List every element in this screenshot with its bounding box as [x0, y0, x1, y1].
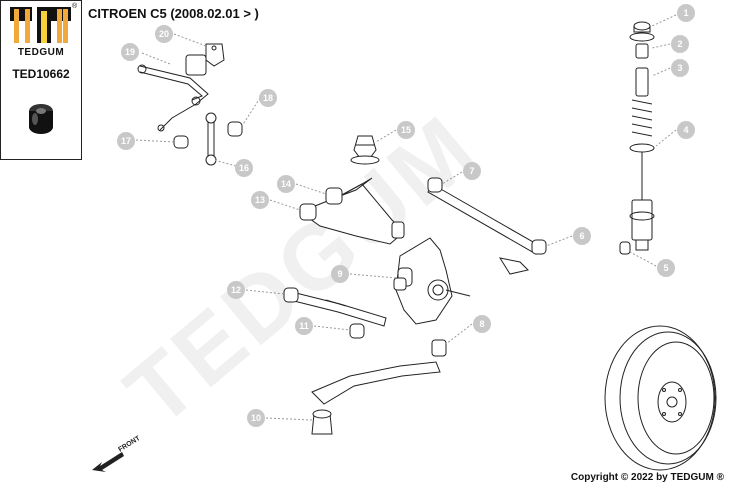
- callout-4: 4: [677, 121, 695, 139]
- callout-2: 2: [671, 35, 689, 53]
- callout-9: 9: [331, 265, 349, 283]
- callout-17: 17: [117, 132, 135, 150]
- svg-text:18: 18: [263, 93, 273, 103]
- shock-absorber: [619, 21, 655, 255]
- svg-text:15: 15: [401, 125, 411, 135]
- callout-6: 6: [573, 227, 591, 245]
- svg-text:20: 20: [159, 29, 169, 39]
- upper-link-arm: [427, 177, 547, 275]
- svg-text:5: 5: [663, 263, 668, 273]
- brand-name: TEDGUM: [17, 47, 65, 58]
- bush-product-image: [29, 104, 53, 134]
- svg-text:7: 7: [469, 166, 474, 176]
- callout-15: 15: [397, 121, 415, 139]
- callout-11: 11: [295, 317, 313, 335]
- callout-8: 8: [473, 315, 491, 333]
- svg-text:3: 3: [677, 63, 682, 73]
- svg-text:6: 6: [579, 231, 584, 241]
- callout-7: 7: [463, 162, 481, 180]
- svg-text:12: 12: [231, 285, 241, 295]
- callouts: 1 2 3 4 5 6 7 8 9 10 11 12 13 14 15 16 1…: [117, 4, 695, 427]
- svg-text:4: 4: [683, 125, 688, 135]
- tedgum-logo: [10, 7, 71, 43]
- callout-16: 16: [235, 159, 253, 177]
- part-number: TED10662: [12, 67, 70, 81]
- callout-18: 18: [259, 89, 277, 107]
- stabiliser-bush: [185, 43, 225, 76]
- lower-trailing-arm: [311, 339, 447, 435]
- brake-drum-wheel: [604, 325, 717, 471]
- callout-20: 20: [155, 25, 173, 43]
- svg-text:8: 8: [479, 319, 484, 329]
- svg-text:9: 9: [337, 269, 342, 279]
- hub-carrier: [393, 237, 471, 325]
- drop-link: [205, 112, 217, 166]
- svg-text:1: 1: [683, 8, 688, 18]
- callout-10: 10: [247, 409, 265, 427]
- callout-14: 14: [277, 175, 295, 193]
- callout-1: 1: [677, 4, 695, 22]
- svg-text:14: 14: [281, 179, 291, 189]
- upper-wishbone: [298, 177, 405, 245]
- svg-text:13: 13: [255, 195, 265, 205]
- part-info-box: ® TEDGUM TED10662: [0, 0, 82, 160]
- front-label: FRONT: [117, 435, 142, 454]
- callout-19: 19: [121, 43, 139, 61]
- svg-text:2: 2: [677, 39, 682, 49]
- registered-mark: ®: [72, 3, 78, 10]
- callout-13: 13: [251, 191, 269, 209]
- callout-3: 3: [671, 59, 689, 77]
- front-arrow: FRONT: [92, 435, 142, 472]
- svg-text:11: 11: [299, 321, 309, 331]
- svg-text:17: 17: [121, 136, 131, 146]
- bump-stop: [350, 135, 380, 165]
- copyright-footer: Copyright © 2022 by TEDGUM ®: [570, 472, 724, 483]
- anti-roll-bar: [137, 64, 209, 132]
- bush-17: [173, 135, 189, 149]
- vehicle-model-title: CITROEN C5 (2008.02.01 > ): [88, 6, 259, 21]
- svg-text:16: 16: [239, 163, 249, 173]
- callout-5: 5: [657, 259, 675, 277]
- svg-text:19: 19: [125, 47, 135, 57]
- bush-18: [227, 121, 243, 137]
- callout-12: 12: [227, 281, 245, 299]
- leader-lines: [135, 14, 677, 421]
- track-rod: [283, 287, 387, 339]
- svg-text:10: 10: [251, 413, 261, 423]
